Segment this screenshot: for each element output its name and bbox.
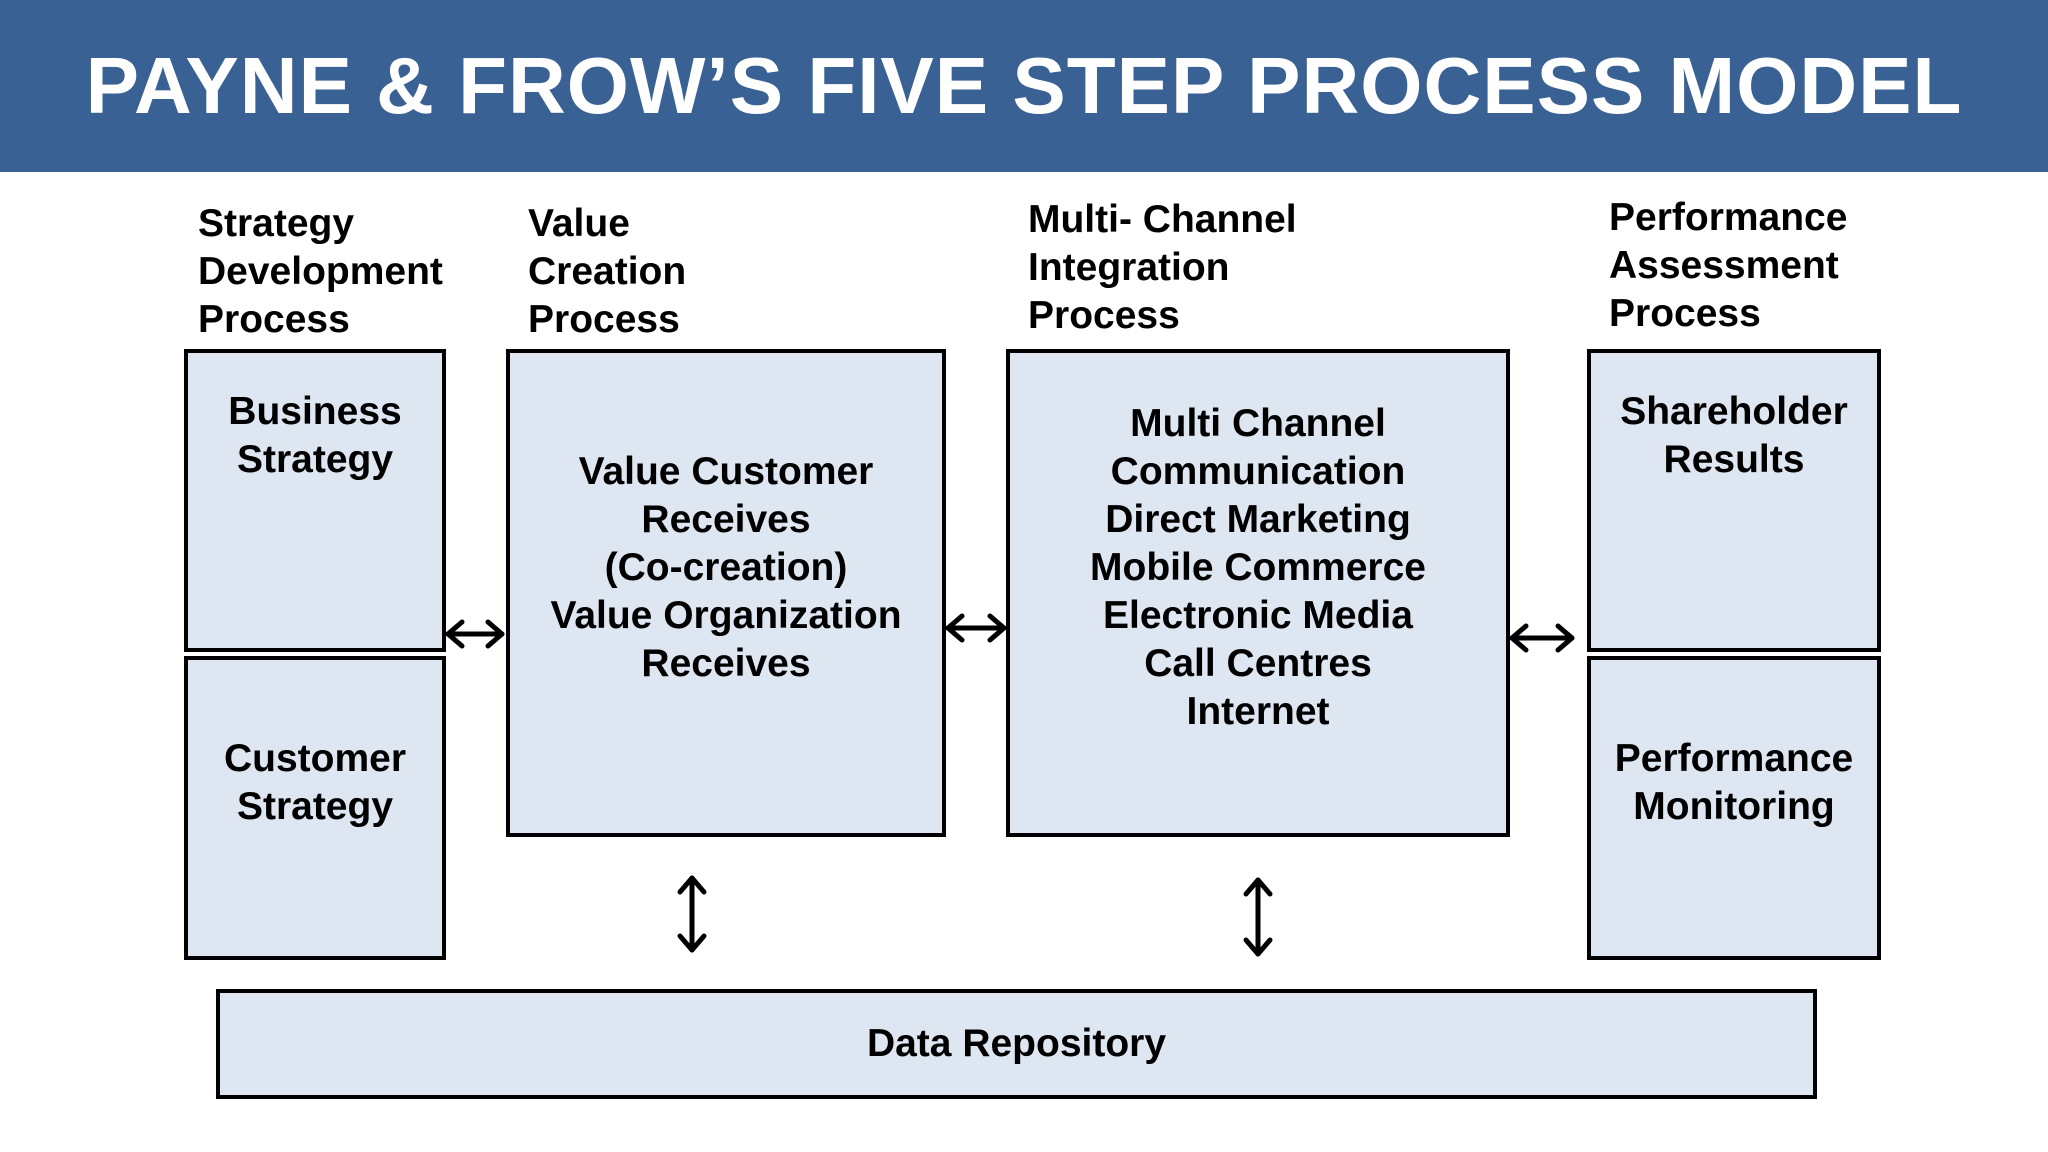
shareholder-results-box: Shareholder Results bbox=[1587, 349, 1881, 652]
title-banner: PAYNE & FROW’S FIVE STEP PROCESS MODEL bbox=[0, 0, 2048, 172]
heading-performance-assessment: Performance Assessment Process bbox=[1609, 196, 1848, 335]
double-headed-vertical-arrow-icon bbox=[677, 875, 707, 953]
value-creation-box: Value Customer Receives (Co-creation) Va… bbox=[506, 349, 946, 837]
multi-channel-box: Multi Channel Communication Direct Marke… bbox=[1006, 349, 1510, 837]
double-headed-horizontal-arrow-icon bbox=[1509, 623, 1575, 653]
value-creation-label: Value Customer Receives (Co-creation) Va… bbox=[550, 450, 902, 685]
heading-value-creation: Value Creation Process bbox=[528, 202, 687, 341]
heading-multi-channel-integration: Multi- Channel Integration Process bbox=[1028, 198, 1297, 337]
customer-strategy-label: Customer Strategy bbox=[223, 737, 407, 828]
data-repository-label: Data Repository bbox=[866, 1022, 1167, 1065]
customer-strategy-box: Customer Strategy bbox=[184, 656, 446, 960]
performance-monitoring-box: Performance Monitoring bbox=[1587, 656, 1881, 960]
page-title: PAYNE & FROW’S FIVE STEP PROCESS MODEL bbox=[85, 41, 1963, 130]
double-headed-horizontal-arrow-icon bbox=[445, 619, 505, 649]
double-headed-vertical-arrow-icon bbox=[1243, 877, 1273, 957]
double-headed-horizontal-arrow-icon bbox=[945, 613, 1007, 643]
performance-monitoring-label: Performance Monitoring bbox=[1614, 737, 1854, 828]
business-strategy-label: Business Strategy bbox=[228, 389, 402, 481]
multi-channel-label: Multi Channel Communication Direct Marke… bbox=[1090, 402, 1426, 733]
business-strategy-box: Business Strategy bbox=[184, 349, 446, 652]
data-repository-box: Data Repository bbox=[216, 989, 1817, 1099]
shareholder-results-label: Shareholder Results bbox=[1620, 389, 1848, 481]
heading-strategy-development: Strategy Development Process bbox=[198, 202, 443, 341]
